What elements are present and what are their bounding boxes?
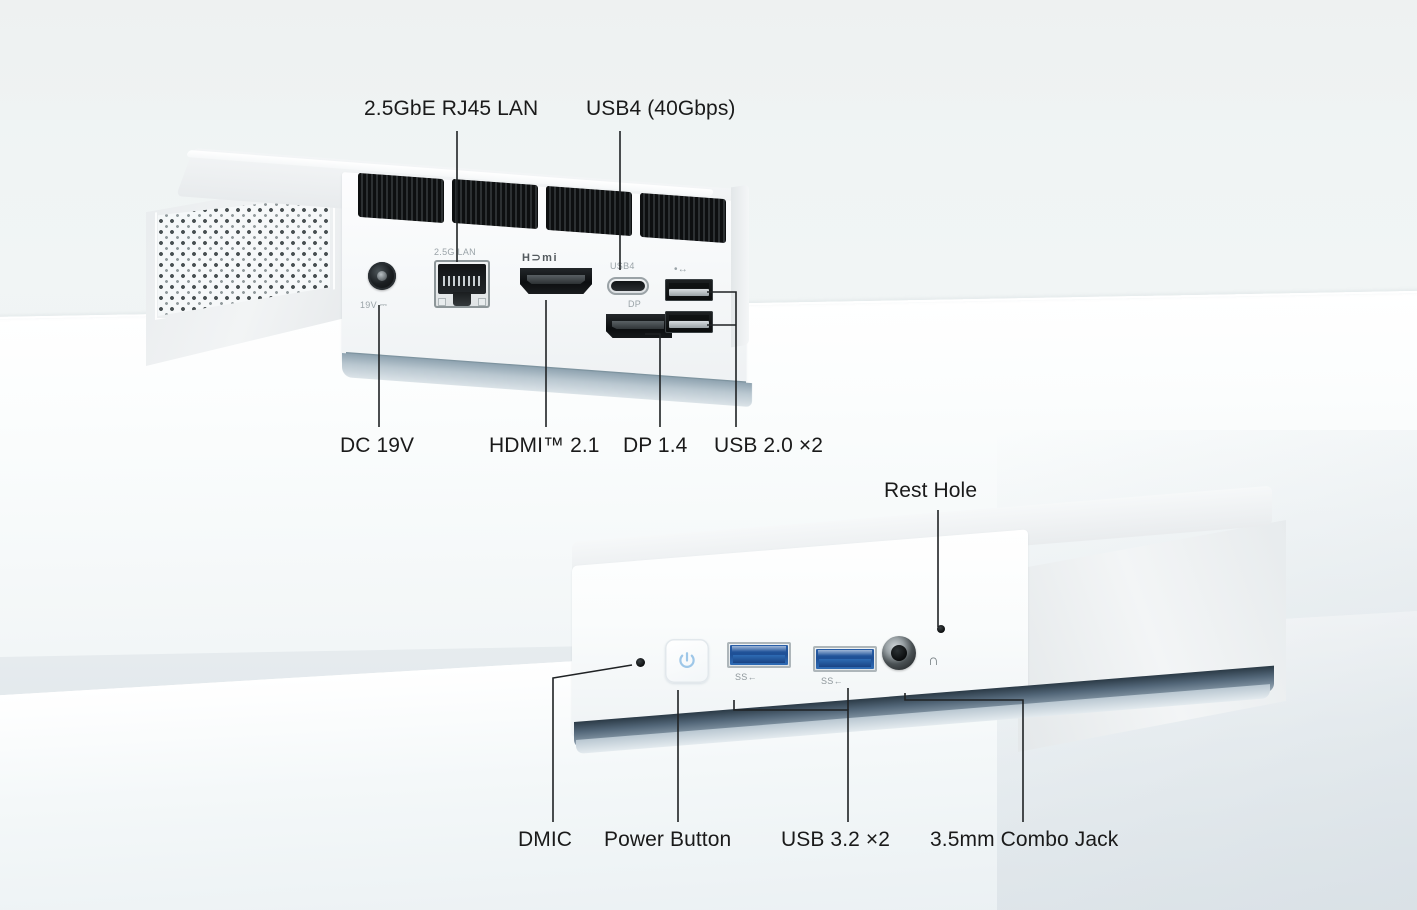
power-icon — [679, 652, 695, 668]
usb2-upper-tongue — [669, 289, 709, 296]
callout-label-dp: DP 1.4 — [623, 434, 688, 457]
displayport-port — [606, 314, 672, 338]
usb32-left-tongue — [733, 655, 785, 663]
callout-label-usb32: USB 3.2 ×2 — [781, 828, 890, 851]
leader-usb32-bracket — [733, 700, 849, 822]
hdmi-port — [520, 268, 592, 294]
rj45-pins — [443, 276, 481, 286]
rj45-lan-port — [434, 260, 490, 308]
usb32-port-right — [813, 646, 877, 672]
silk-label-usb32-left: SS← — [735, 672, 757, 682]
rj45-led-left — [438, 298, 446, 306]
silk-label-hdmi: H⊃mi — [522, 252, 558, 264]
power-button[interactable] — [665, 639, 709, 683]
silk-label-lan: 2.5G LAN — [434, 247, 476, 257]
usb2-upper-slot — [669, 283, 709, 288]
rj45-led-right — [478, 298, 486, 306]
callout-label-combo-jack: 3.5mm Combo Jack — [930, 828, 1119, 851]
usb32-right-highlight — [818, 650, 872, 656]
silk-label-dc: 19V ⎓ — [360, 300, 388, 310]
dmic-pinhole — [636, 658, 645, 667]
device-rear-view: 19V ⎓ 2.5G LAN H⊃mi USB4 DP •↔ — [146, 148, 766, 408]
leader-combo-jack — [904, 693, 1024, 822]
leader-dp — [645, 333, 661, 427]
usb2-port-upper — [665, 279, 713, 301]
reset-pinhole[interactable] — [937, 625, 945, 633]
usb32-right-tongue — [819, 659, 871, 667]
usb2-lower-tongue — [669, 321, 709, 328]
silk-label-usb4: USB4 — [610, 261, 635, 271]
silk-label-usb32-right: SS← — [821, 676, 843, 686]
callout-label-dc: DC 19V — [340, 434, 415, 457]
rj45-latch-slot — [453, 292, 471, 306]
background-top-tint — [0, 0, 1417, 120]
dc-power-jack — [368, 262, 396, 290]
usb32-left-highlight — [732, 646, 786, 652]
callout-label-usb4: USB4 (40Gbps) — [586, 97, 736, 120]
callout-label-lan: 2.5GbE RJ45 LAN — [364, 97, 539, 120]
headphone-icon: ∩ — [928, 652, 940, 669]
callout-label-power: Power Button — [604, 828, 732, 851]
usb2-port-lower — [665, 311, 713, 333]
silk-label-dp: DP — [628, 299, 642, 309]
callout-label-rest-hole: Rest Hole — [884, 479, 978, 502]
leader-dmic — [552, 664, 633, 822]
usb32-port-left — [727, 642, 791, 668]
device-front-view: SS← SS← ∩ — [560, 485, 1300, 772]
callout-label-hdmi: HDMI™ 2.1 — [489, 434, 600, 457]
audio-combo-jack — [882, 636, 916, 670]
callout-label-usb20: USB 2.0 ×2 — [714, 434, 823, 457]
callout-label-dmic: DMIC — [518, 828, 573, 851]
usb4-type-c-port — [607, 277, 649, 295]
usb2-lower-slot — [669, 315, 709, 320]
leader-usb20-upper — [707, 291, 737, 427]
silk-label-usb2: •↔ — [674, 264, 689, 275]
